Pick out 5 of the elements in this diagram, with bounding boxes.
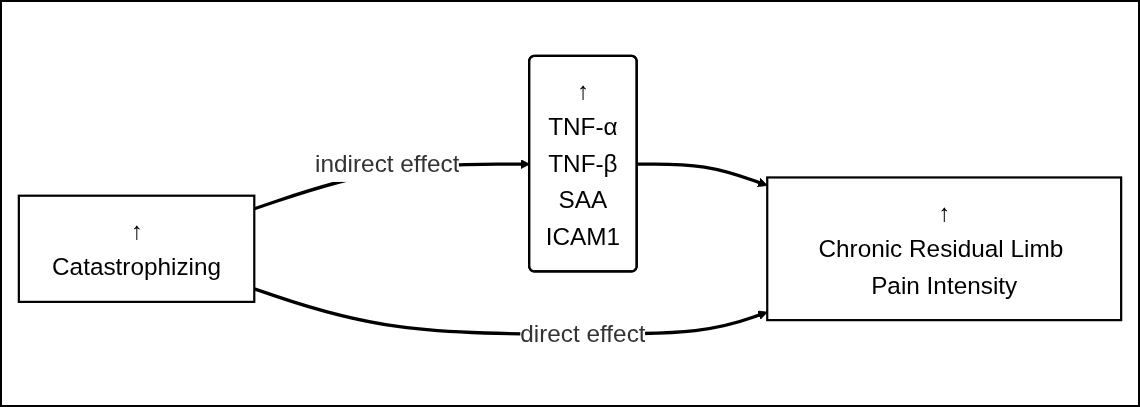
edge-label: indirect effect xyxy=(315,149,460,177)
edge-label: direct effect xyxy=(520,319,646,348)
node-box: ↑ Catastrophizing xyxy=(17,194,256,303)
arrow xyxy=(637,161,768,187)
node-box: ↑ Chronic Residual Limb Pain Intensity xyxy=(766,175,1123,321)
